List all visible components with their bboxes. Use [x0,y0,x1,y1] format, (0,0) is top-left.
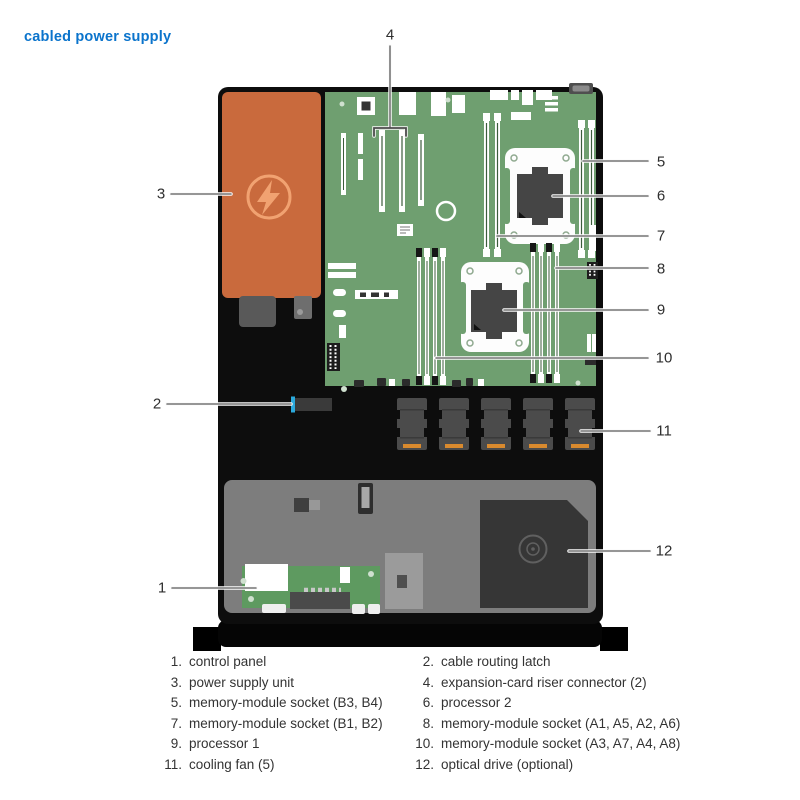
cooling-fan [437,398,471,450]
callout-4: 4 [385,26,395,44]
callout-11: 11 [656,422,672,440]
memory-sockets-a3-a7-a4-a8 [416,248,446,385]
cooling-fan [521,398,555,450]
callout-leader-lines [165,44,652,590]
legend-item: 8.memory-module socket (A1, A5, A2, A6) [422,715,681,731]
expansion-card-riser-connectors [341,130,424,212]
legend-item: 1.control panel [170,654,267,669]
processor-2 [503,148,577,244]
psu-cable-block [239,296,276,327]
legend-item: 4.expansion-card riser connector (2) [422,674,647,690]
legend-item: 11.cooling fan (5) [164,756,275,772]
motherboard [325,83,598,392]
board-edge-connectors-left [327,263,398,371]
callout-10: 10 [655,349,673,367]
board-edge-components-bottom [341,378,484,392]
cooling-fan [563,398,597,450]
legend-item: 2.cable routing latch [422,654,551,669]
legend-item: 9.processor 1 [170,736,260,751]
vga-connector [569,83,593,94]
callout-1: 1 [157,579,167,597]
legend-item: 5.memory-module socket (B3, B4) [170,695,383,710]
cooling-fan [479,398,513,450]
legend-item: 6.processor 2 [422,695,512,710]
figure-title: cabled power supply [24,29,172,45]
cable-routing-latch [291,396,332,413]
board-edge-connectors-right [575,225,598,386]
legend-left-column: 1.control panel 3.power supply unit 5.me… [160,652,440,775]
chassis-foot-left [193,627,221,651]
callout-9: 9 [656,301,666,319]
lightning-bolt-icon [246,174,292,220]
cooling-fans [395,398,597,450]
emi-fingers [545,96,558,112]
chassis-front-bezel [218,620,602,647]
legend-right-column: 2.cable routing latch 4.expansion-card r… [412,652,752,775]
processor-1 [459,262,530,352]
memory-sockets-b1-b2 [483,113,501,257]
legend-item: 7.memory-module socket (B1, B2) [170,715,383,731]
callout-3: 3 [156,185,166,203]
callout-8: 8 [656,260,666,278]
coin-battery [435,200,457,222]
legend-item: 10.memory-module socket (A3, A7, A4, A8) [415,736,681,751]
control-panel [240,564,380,614]
callout-2: 2 [152,395,162,413]
psu-bracket [294,296,312,319]
callout-5: 5 [656,153,666,171]
disc-icon [518,534,548,564]
callout-7: 7 [656,227,666,245]
drive-bay-area [224,480,596,614]
cooling-fan [395,398,429,450]
callout-12: 12 [655,542,673,560]
callout-6: 6 [656,187,666,205]
chassis-foot-right [600,627,628,651]
callout-4-bracket [373,127,407,137]
memory-sockets-a1-a5-a2-a6 [530,243,560,383]
legend-item: 3.power supply unit [170,674,295,690]
legend-item: 12.optical drive (optional) [415,756,574,772]
optical-drive [480,500,588,608]
cable-latch-highlight [291,396,295,413]
power-supply-unit [222,92,321,327]
